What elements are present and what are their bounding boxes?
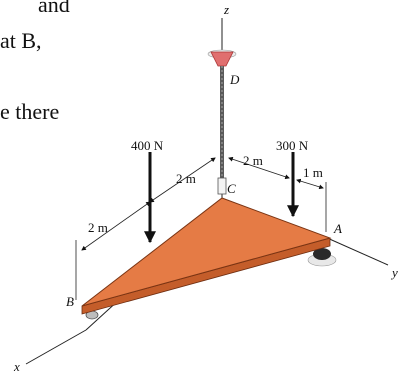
hook-d-icon	[210, 51, 234, 67]
z-axis-label: z	[223, 2, 229, 17]
triangular-plate	[81, 197, 332, 307]
dimension-line-2m-center	[149, 157, 216, 203]
problem-text-line-2: at B,	[0, 28, 42, 53]
dimension-line-2m-left	[81, 201, 151, 251]
dimension-label-2m-center: 2 m	[176, 171, 196, 186]
ball-support-a-icon	[313, 248, 331, 260]
x-axis-label: x	[13, 359, 20, 374]
point-b-label: B	[66, 294, 74, 309]
point-d-label: D	[229, 72, 240, 87]
force-label-300n: 300 N	[276, 138, 309, 153]
point-c-label: C	[227, 181, 236, 196]
y-axis-label: y	[390, 265, 398, 280]
problem-text-line-1: and	[38, 0, 70, 17]
x-axis-extension	[25, 329, 87, 365]
cord-eyebolt	[217, 177, 227, 195]
force-label-400n: 400 N	[131, 138, 164, 153]
point-a-label: A	[333, 221, 342, 236]
dimension-label-2m-left: 2 m	[88, 220, 108, 235]
dimension-label-1m: 1 m	[303, 165, 323, 180]
dimension-line-2m-right	[228, 156, 290, 180]
problem-text-line-3: e there	[0, 99, 60, 124]
y-axis-extension	[324, 236, 389, 266]
dimension-label-2m-right: 2 m	[243, 153, 263, 168]
dimension-line-1m	[296, 178, 324, 190]
